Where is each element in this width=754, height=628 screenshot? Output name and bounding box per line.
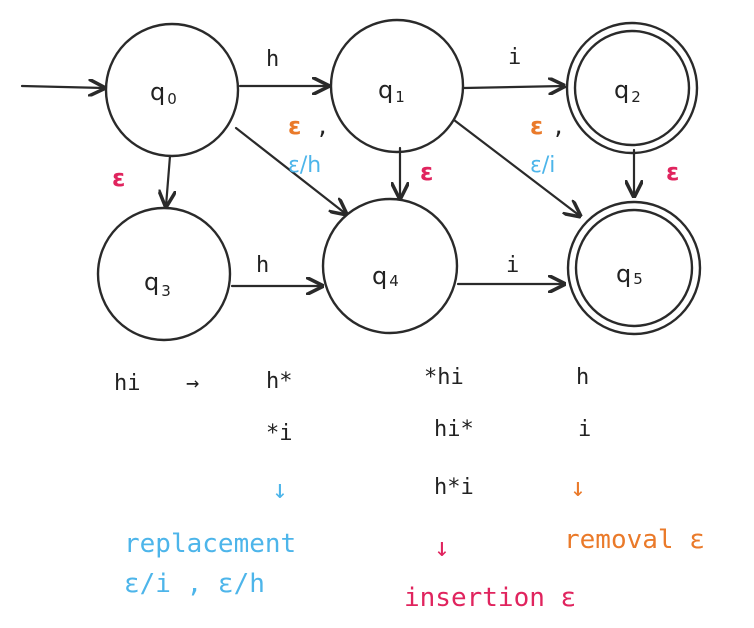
svg-text:ε: ε bbox=[530, 112, 543, 140]
replacement-example: *i bbox=[266, 421, 293, 446]
insertion-example: h*i bbox=[434, 475, 474, 500]
insertion-down-arrow: ↓ bbox=[434, 533, 450, 563]
svg-text:q3: q3 bbox=[144, 268, 171, 300]
svg-text:q5: q5 bbox=[616, 260, 643, 288]
label-q1-q2: i bbox=[508, 45, 521, 70]
svg-text:q0: q0 bbox=[150, 78, 177, 108]
edge-q0-q4 bbox=[234, 126, 346, 214]
example-arrow: → bbox=[186, 371, 199, 396]
removal-down-arrow: ↓ bbox=[570, 473, 586, 503]
label-q1-q5: ε , ε/i bbox=[530, 112, 565, 178]
label-q2-q5: ε bbox=[666, 158, 679, 186]
svg-text:ε/h: ε/h bbox=[288, 153, 321, 178]
insertion-example: hi* bbox=[434, 417, 474, 442]
label-q4-q5: i bbox=[506, 253, 519, 278]
label-q0-q1: h bbox=[266, 47, 279, 72]
svg-text:q4: q4 bbox=[372, 262, 399, 290]
removal-example: i bbox=[578, 417, 591, 442]
edge-q0-q3 bbox=[166, 154, 170, 206]
svg-text:,: , bbox=[552, 115, 565, 140]
svg-text:,: , bbox=[316, 115, 329, 140]
svg-text:q1: q1 bbox=[378, 76, 405, 106]
svg-text:q2: q2 bbox=[614, 76, 641, 106]
insertion-example: *hi bbox=[424, 365, 464, 390]
example-source: hi bbox=[114, 371, 141, 396]
label-q3-q4: h bbox=[256, 253, 269, 278]
replacement-example: h* bbox=[266, 369, 293, 394]
replacement-column: h* *i bbox=[266, 369, 293, 446]
svg-text:ε/i: ε/i bbox=[530, 153, 555, 178]
label-q0-q3: ε bbox=[112, 164, 125, 192]
edge-q1-q2 bbox=[462, 86, 564, 88]
edge-q1-q5 bbox=[452, 118, 580, 216]
label-q1-q4: ε bbox=[420, 158, 433, 186]
insertion-title: insertion ε bbox=[404, 583, 576, 613]
svg-text:ε: ε bbox=[288, 112, 301, 140]
removal-column: h i bbox=[576, 365, 591, 442]
start-arrow bbox=[20, 86, 104, 88]
label-q0-q4: ε , ε/h bbox=[288, 112, 329, 178]
replacement-down-arrow: ↓ bbox=[272, 475, 288, 505]
replacement-values: ε/i , ε/h bbox=[124, 569, 265, 599]
removal-example: h bbox=[576, 365, 589, 390]
removal-title: removal ε bbox=[564, 525, 705, 555]
replacement-title: replacement bbox=[124, 529, 296, 559]
insertion-column: *hi hi* h*i bbox=[424, 365, 474, 500]
